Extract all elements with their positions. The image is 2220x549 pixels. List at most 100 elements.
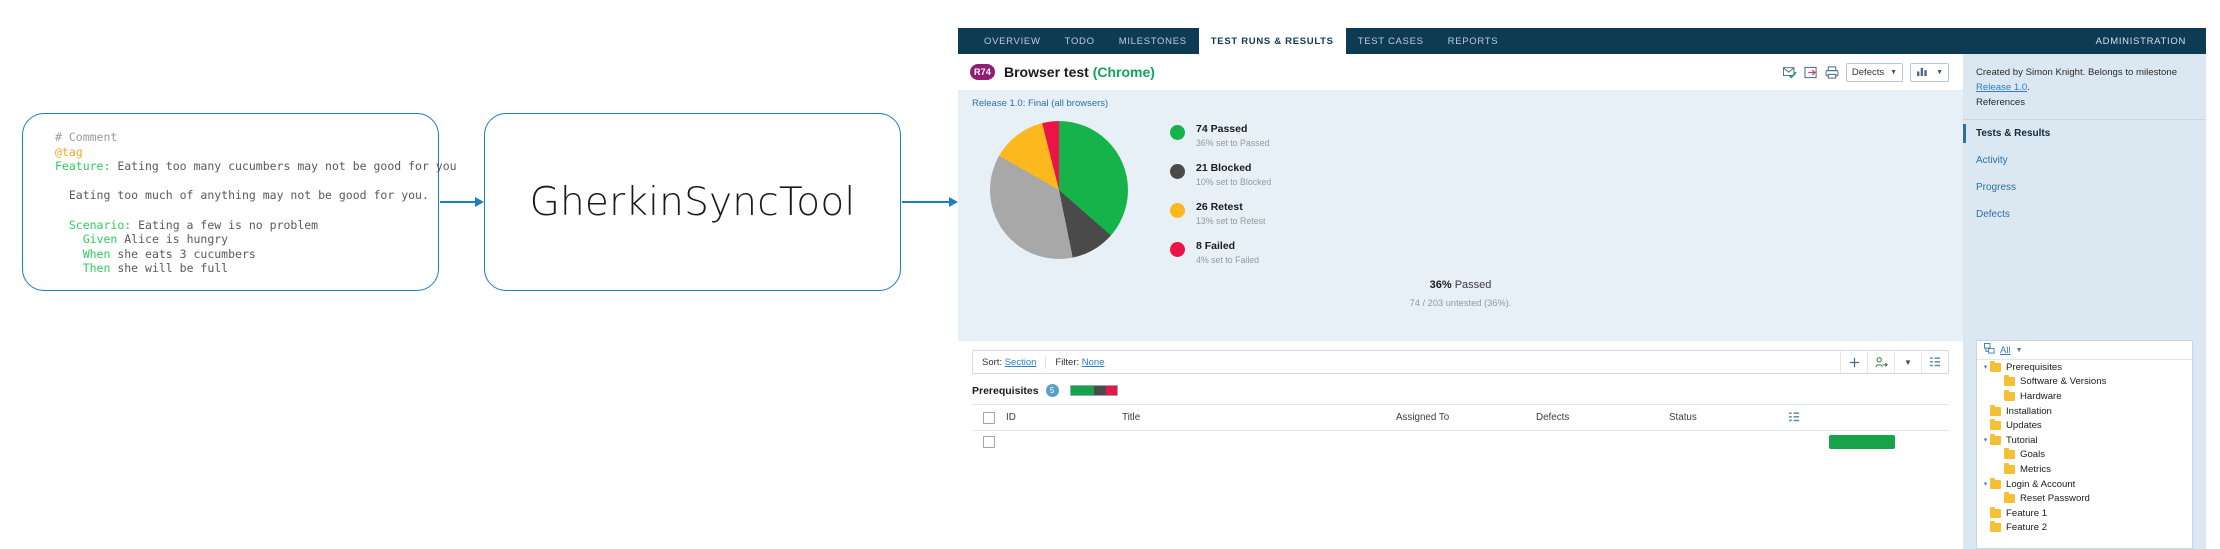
mail-check-icon[interactable] xyxy=(1782,66,1797,79)
tree-node[interactable]: Goals xyxy=(1977,448,2192,463)
results-summary: 36% Passed 74 / 203 untested (36%). xyxy=(958,279,1963,308)
table-header-defects[interactable]: Defects xyxy=(1536,412,1570,423)
code-line: Eating too much of anything may not be g… xyxy=(55,188,457,203)
nav-tab-test-runs-results[interactable]: TEST RUNS & RESULTS xyxy=(1198,28,1346,54)
section-name: Prerequisites xyxy=(972,384,1039,397)
nav-tab-todo[interactable]: TODO xyxy=(1064,35,1095,47)
bar-chart-icon xyxy=(1916,66,1930,79)
chart-dropdown[interactable]: ▼ xyxy=(1910,62,1949,82)
nav-item-administration[interactable]: ADMINISTRATION xyxy=(2095,35,2186,47)
table-header-assigned-to[interactable]: Assigned To xyxy=(1396,412,1450,423)
tree-collapse-icon[interactable]: ▾ xyxy=(1983,364,1988,372)
export-icon[interactable] xyxy=(1804,66,1818,79)
select-all-checkbox[interactable] xyxy=(983,411,995,424)
main-content: R74 Browser test (Chrome) xyxy=(958,54,1963,549)
section-header-row[interactable]: Prerequisites 5 xyxy=(958,374,1963,404)
tree-node[interactable]: ▾Login & Account xyxy=(1977,477,2192,492)
sidebar-item-activity[interactable]: Activity xyxy=(1976,155,2008,166)
code-indent xyxy=(55,188,69,203)
tree-node-label: Hardware xyxy=(2020,390,2062,402)
columns-button[interactable] xyxy=(1921,351,1948,373)
table-header-id[interactable]: ID xyxy=(1006,412,1016,423)
arrow-shaft xyxy=(440,201,476,203)
sort-label: Sort: xyxy=(982,356,1003,368)
code-indent xyxy=(55,247,83,262)
nav-tab-reports[interactable]: REPORTS xyxy=(1447,35,1499,47)
tree-root-label[interactable]: All xyxy=(2000,344,2011,356)
folder-icon xyxy=(1990,477,2001,489)
legend-detail: 10% set to Blocked xyxy=(1196,177,1272,187)
assign-chevron-button[interactable]: ▼ xyxy=(1894,351,1921,373)
run-title-text: Browser test xyxy=(1004,64,1093,80)
run-subtitle[interactable]: Release 1.0: Final (all browsers) xyxy=(958,91,1963,109)
tree-node[interactable]: ▾Prerequisites xyxy=(1977,360,2192,375)
tree-node[interactable]: Feature 2 xyxy=(1977,521,2192,536)
code-line: Scenario: Eating a few is no problem xyxy=(55,218,457,233)
references-label: References xyxy=(1976,97,2026,108)
progress-segment xyxy=(1070,386,1095,395)
columns-icon[interactable] xyxy=(1789,409,1800,427)
tree-node[interactable]: Software & Versions xyxy=(1977,375,2192,390)
milestone-link[interactable]: Release 1.0 xyxy=(1976,82,2028,93)
run-environment-text: (Chrome) xyxy=(1092,64,1155,80)
toolbar-divider xyxy=(1045,355,1047,369)
code-token: she will be full xyxy=(110,261,229,276)
progress-segment xyxy=(1106,386,1117,395)
folder-icon xyxy=(2004,448,2015,460)
sidebar-item-defects[interactable]: Defects xyxy=(1976,209,2010,220)
tree-node-label: Tutorial xyxy=(2006,434,2038,446)
tree-collapse-icon[interactable]: ▾ xyxy=(1983,481,1988,489)
filter-value-link[interactable]: None xyxy=(1081,356,1105,368)
folder-icon xyxy=(1990,360,2001,372)
tree-node-label: Updates xyxy=(2006,420,2042,432)
nav-tab-list: OVERVIEW TODO MILESTONES TEST RUNS & RESULT… xyxy=(958,28,1510,54)
nav-tab-overview[interactable]: OVERVIEW xyxy=(984,35,1041,47)
tree-node[interactable]: Feature 1 xyxy=(1977,506,2192,521)
code-token: Eating too much of anything may not be g… xyxy=(68,188,429,203)
folder-icon xyxy=(2004,492,2015,504)
tree-node[interactable]: ▾ Tutorial xyxy=(1977,433,2192,448)
defects-dropdown[interactable]: Defects ▼ xyxy=(1845,62,1904,82)
legend-count: 21 Blocked xyxy=(1196,162,1252,174)
tree-node[interactable]: Updates xyxy=(1977,418,2192,433)
app-body: R74 Browser test (Chrome) xyxy=(958,54,2206,549)
sort-value-link[interactable]: Section xyxy=(1004,356,1037,368)
chevron-down-icon[interactable]: ▼ xyxy=(2015,346,2023,354)
table-header-title[interactable]: Title xyxy=(1122,412,1141,423)
tree-node[interactable]: Hardware xyxy=(1977,389,2192,404)
code-line xyxy=(55,174,457,189)
nav-tab-test-cases[interactable]: TEST CASES xyxy=(1357,35,1424,47)
tree-node[interactable]: Reset Password xyxy=(1977,491,2192,506)
sidebar-item-tests-results[interactable]: Tests & Results xyxy=(1963,120,2206,147)
table-row[interactable] xyxy=(972,431,1949,453)
folder-icon xyxy=(2004,389,2015,401)
arrow-tool-to-testrail xyxy=(902,196,958,208)
nav-tab-milestones[interactable]: MILESTONES xyxy=(1118,35,1187,47)
legend-color-dot xyxy=(1170,164,1185,179)
table-header-status[interactable]: Status xyxy=(1669,412,1697,423)
legend-count: 74 Passed xyxy=(1196,123,1248,135)
run-meta-info: Created by Simon Knight. Belongs to mile… xyxy=(1963,54,2206,119)
row-checkbox[interactable] xyxy=(983,436,995,448)
assign-user-button[interactable] xyxy=(1867,351,1894,373)
list-toolbar-wrapper: Sort: Section Filter: None ▼ xyxy=(958,341,1963,374)
folder-icon xyxy=(1990,419,2001,431)
arrow-gherkin-to-tool xyxy=(440,196,484,208)
tree-node[interactable]: Metrics xyxy=(1977,462,2192,477)
sidebar-item-progress[interactable]: Progress xyxy=(1976,182,2017,193)
code-token: Eating a few is no problem xyxy=(131,217,319,232)
run-meta-suffix: . xyxy=(2027,82,2030,93)
code-line: # Comment xyxy=(55,130,457,145)
summary-detail: 74 / 203 untested (36%). xyxy=(1409,298,1512,308)
summary-label: Passed xyxy=(1451,279,1492,291)
add-test-button[interactable] xyxy=(1840,351,1867,373)
run-meta-prefix: Created by Simon Knight. Belongs to mile… xyxy=(1976,67,2178,78)
print-icon[interactable] xyxy=(1825,65,1839,79)
tree-collapse-icon[interactable]: ▾ xyxy=(1983,437,1988,445)
tree-node[interactable]: Installation xyxy=(1977,404,2192,419)
code-indent xyxy=(55,218,69,233)
